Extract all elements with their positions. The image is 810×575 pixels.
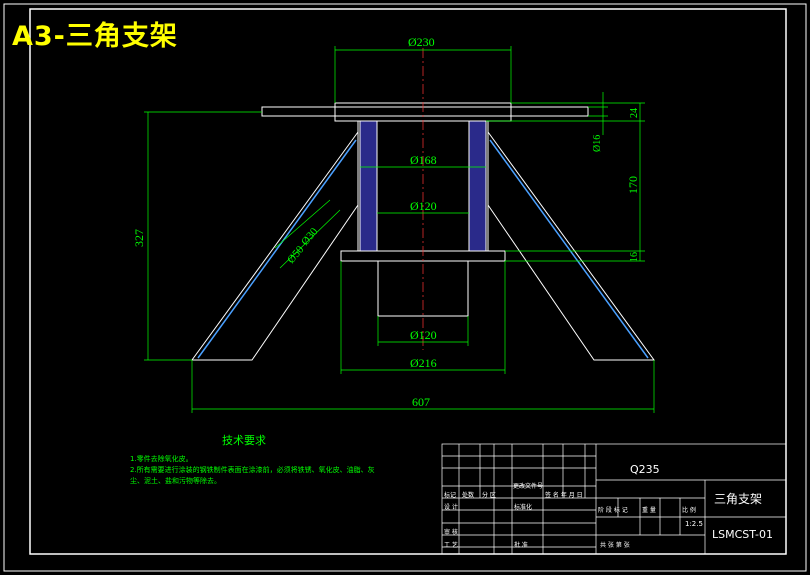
tb-ratio: 比 例 <box>682 507 696 514</box>
dim-16: 16 <box>629 252 640 262</box>
dim-d120-lower: Ø120 <box>410 328 437 342</box>
dim-24: 24 <box>629 108 640 118</box>
tb-sign-date: 签 名 年 月 日 <box>545 492 583 499</box>
right-leg <box>487 130 655 361</box>
tech-requirement-line-2: 2.所有需要进行涂装的钢铁制件表面在涂漆前，必须将铁锈、氧化皮、油脂、灰 <box>130 466 375 474</box>
tb-doc-no: 更改文件号 <box>513 483 544 490</box>
tech-requirements-title: 技术要求 <box>222 434 266 447</box>
tb-design: 设 计 <box>444 504 458 511</box>
scale-value: 1:2.5 <box>685 520 703 528</box>
dim-d30: Ø30 <box>299 225 321 248</box>
tb-review: 审 核 <box>444 529 458 536</box>
dim-d50: Ø50 <box>285 243 307 266</box>
dim-327: 327 <box>132 229 146 247</box>
dim-d16-side: Ø16 <box>592 135 603 152</box>
drawing-number: LSMCST-01 <box>712 528 773 541</box>
left-leg-inner-edge <box>197 139 357 359</box>
side-rod <box>261 106 589 117</box>
dim-607: 607 <box>412 395 430 409</box>
drawing-title: A3-三角支架 <box>12 21 178 52</box>
tb-weight: 重 量 <box>642 507 656 514</box>
tb-process: 工 艺 <box>444 542 458 549</box>
outer-border <box>3 3 807 572</box>
dim-d168: Ø168 <box>410 153 437 167</box>
tech-requirement-line-1: 1.零件去除氧化皮。 <box>130 455 193 463</box>
tb-mark: 标记 <box>444 492 457 499</box>
dim-d216: Ø216 <box>410 356 437 370</box>
title-block <box>441 443 787 555</box>
dimension-text: Ø230 Ø168 Ø120 Ø120 Ø216 607 327 170 24 … <box>132 35 640 409</box>
right-leg-inner-edge <box>489 139 649 359</box>
dimension-lines <box>144 46 655 413</box>
right-wall-section <box>468 120 487 252</box>
dim-170: 170 <box>626 176 640 194</box>
tech-requirement-line-3: 尘、泥土、盐和污物等除去。 <box>130 477 221 485</box>
tb-sheets: 共 张 第 张 <box>600 542 630 549</box>
part-name: 三角支架 <box>714 492 763 506</box>
tb-zone: 分 区 <box>482 492 496 499</box>
left-wall-section <box>359 120 378 252</box>
dim-d120-upper: Ø120 <box>410 199 437 213</box>
dim-d230: Ø230 <box>408 35 435 49</box>
material-label: Q235 <box>630 463 660 476</box>
tb-standard: 标准化 <box>514 504 533 511</box>
tb-stage: 阶 段 标 记 <box>598 507 628 514</box>
tb-count: 处数 <box>462 492 475 499</box>
left-leg <box>191 130 359 361</box>
inner-border <box>29 8 787 555</box>
tb-approve: 批 准 <box>514 542 528 549</box>
